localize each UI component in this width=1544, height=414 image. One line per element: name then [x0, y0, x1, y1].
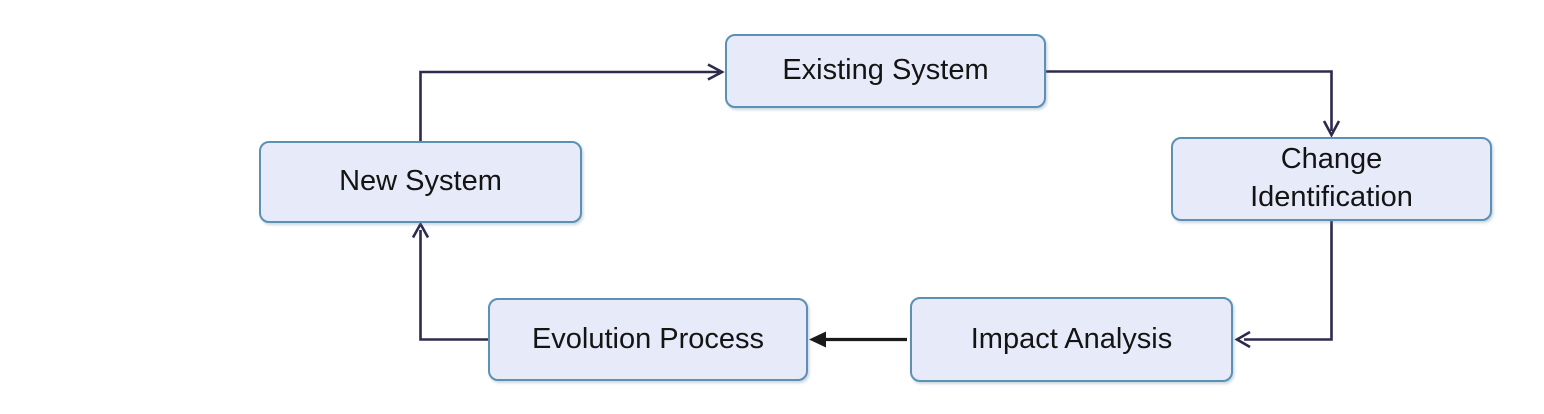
node-label-evolution-process: Evolution Process: [531, 322, 765, 355]
canvas-card: Existing System Change Identification Im…: [103, 3, 1492, 414]
connector-evolution-to-new: [411, 221, 488, 341]
connector-change-to-impact: [1234, 221, 1333, 349]
node-impact-analysis: Impact Analysis: [910, 297, 1233, 382]
connector-existing-to-change: [1046, 70, 1341, 138]
node-change-identification: Change Identification: [1171, 137, 1492, 221]
node-label-impact-analysis: Impact Analysis: [970, 322, 1173, 355]
node-evolution-process: Evolution Process: [488, 298, 808, 381]
node-existing-system: Existing System: [725, 34, 1046, 108]
node-label-existing-system: Existing System: [782, 54, 989, 87]
node-label-new-system: New System: [339, 165, 502, 198]
node-new-system: New System: [259, 141, 582, 223]
node-label-change-identification: Change Identification: [1250, 143, 1413, 213]
connector-new-to-existing: [419, 63, 725, 141]
connector-impact-to-evolution: [809, 331, 907, 348]
